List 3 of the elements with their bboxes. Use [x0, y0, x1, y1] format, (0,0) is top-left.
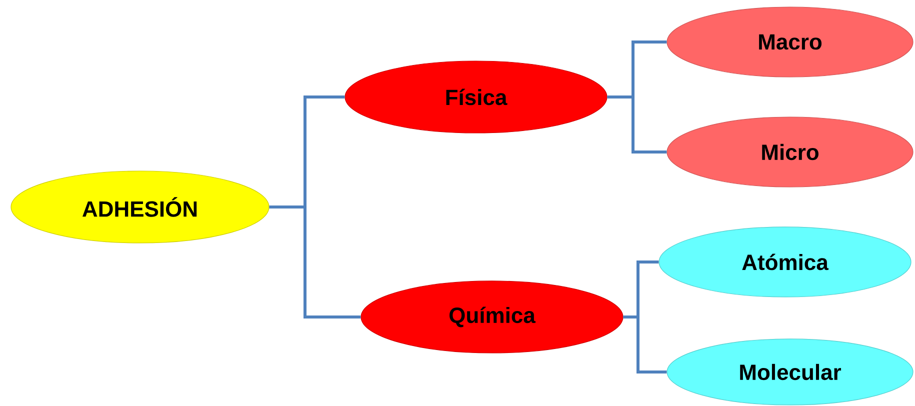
connector [269, 206, 361, 318]
connector [607, 96, 667, 154]
connector [623, 315, 667, 374]
